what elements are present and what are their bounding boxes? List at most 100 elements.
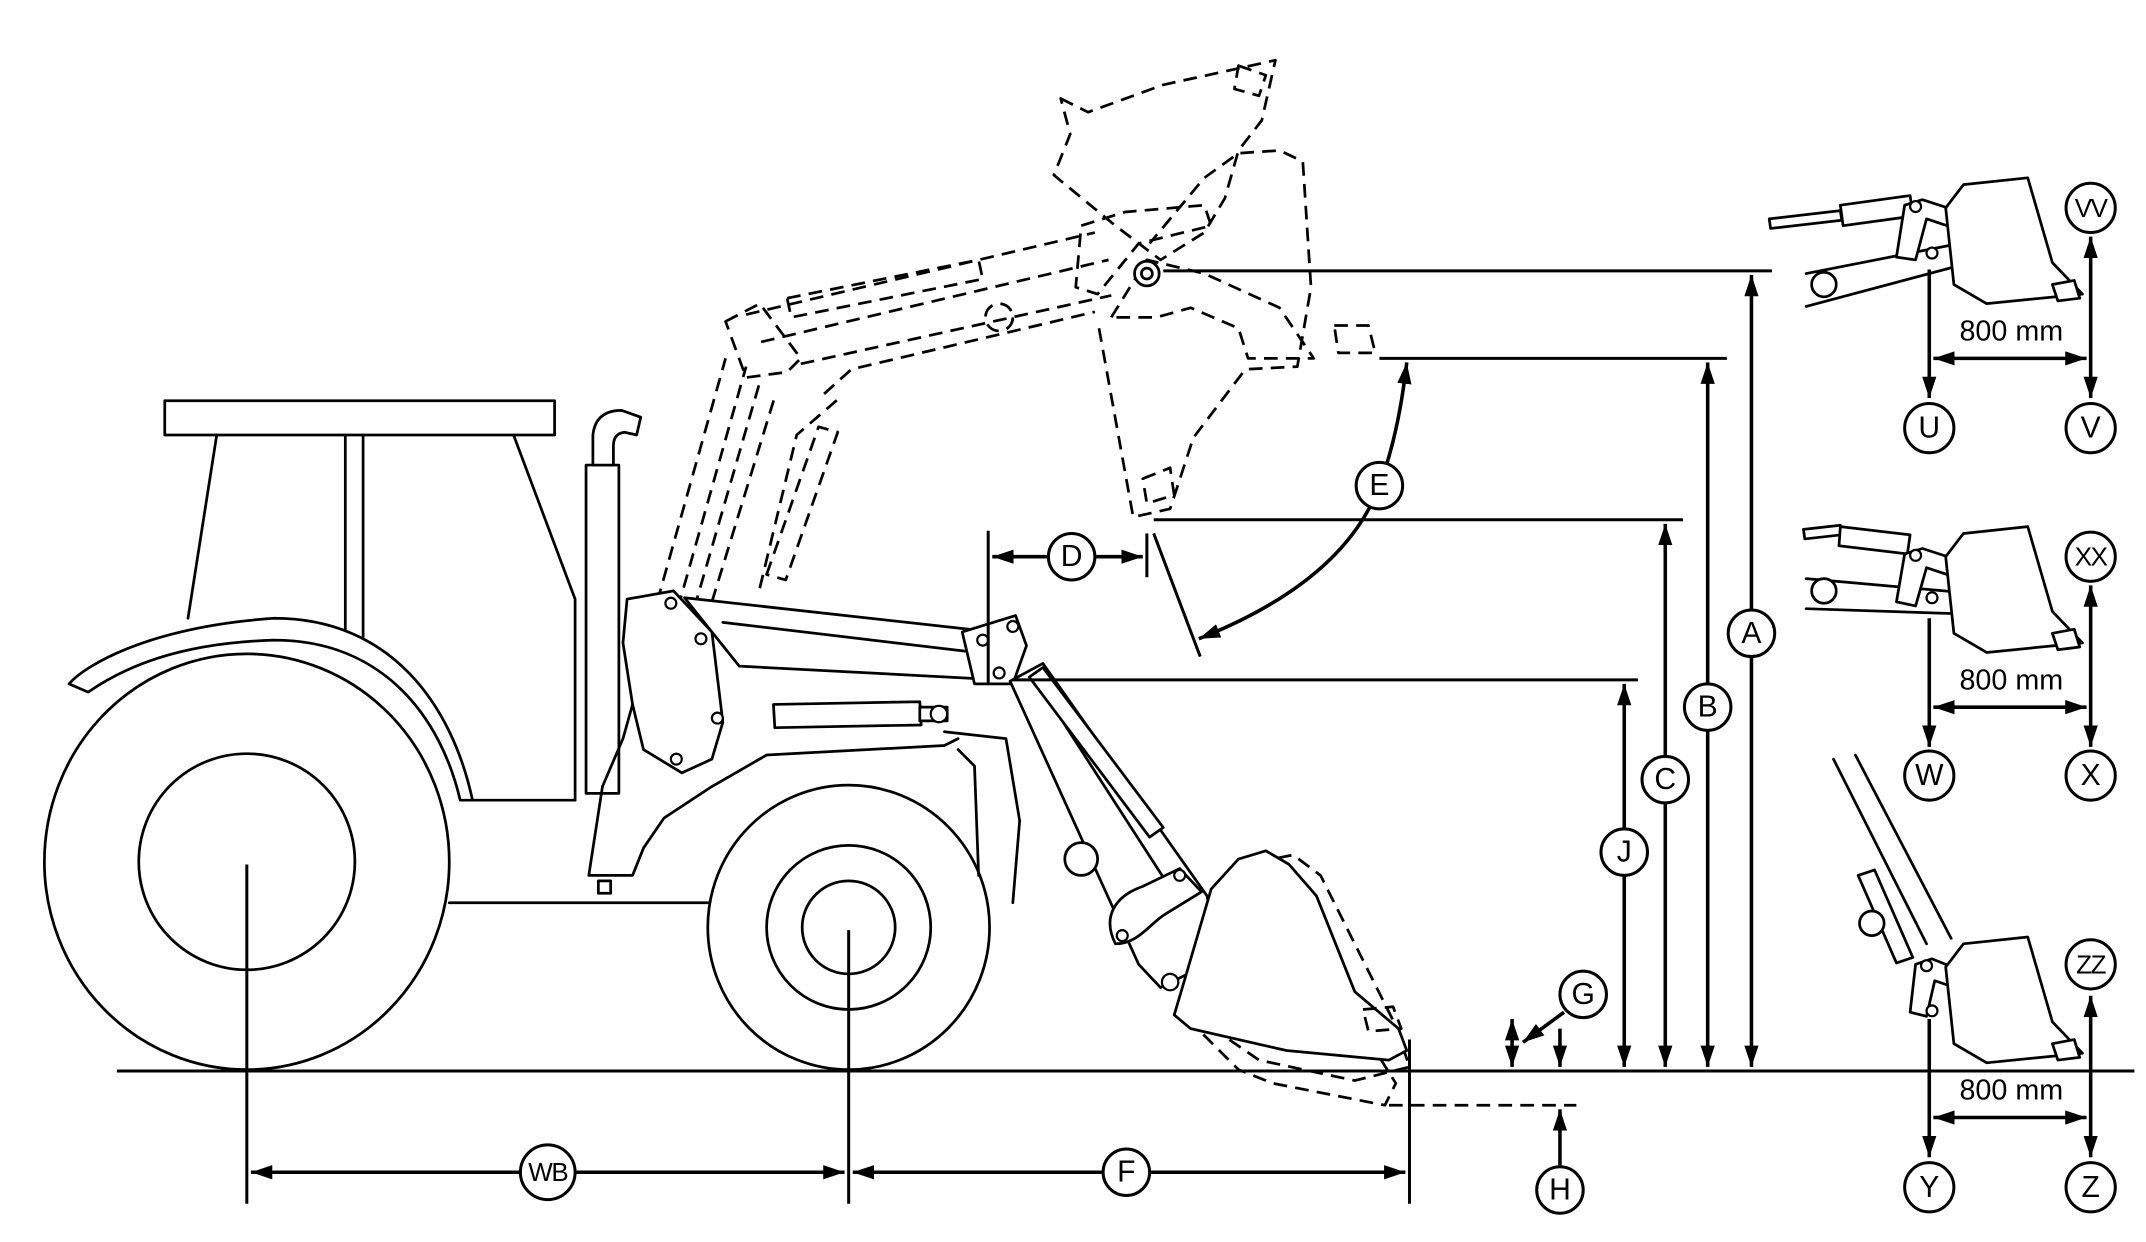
- rear-fender: [67, 616, 474, 802]
- dimension-g-badge: [1558, 969, 1608, 1020]
- dimension-g: G: [1504, 969, 1608, 1067]
- dimension-a-label: A: [1741, 617, 1761, 650]
- raised-bucket-tooth-2: [1332, 324, 1377, 355]
- dimension-a: A: [1163, 269, 1777, 1067]
- lift-cylinder-pin: [929, 704, 949, 724]
- lowered-bucket: [1172, 849, 1409, 1062]
- dimension-f-label: F: [1117, 1156, 1135, 1189]
- detail-bucket-tooth: [2051, 1038, 2082, 1062]
- detail-pin-1: [1909, 548, 1923, 562]
- detail-steep-arm-outer: [1832, 757, 1928, 946]
- detail-top-label: VV: [2075, 193, 2109, 223]
- rear-wheel: [43, 652, 451, 1072]
- exhaust-stack: [584, 463, 621, 795]
- detail-zz-arm: [1832, 753, 1953, 965]
- detail-bucket-tooth: [2051, 627, 2082, 652]
- raised-boom-lower: [758, 398, 839, 589]
- detail-vv: 800 mm VV U V: [1767, 176, 2117, 455]
- mount-hole-2: [694, 632, 708, 646]
- raised-tilt-cylinder: [785, 258, 985, 319]
- raised-boom-line-4: [710, 396, 777, 603]
- detail-left-label: U: [1918, 412, 1940, 445]
- mount-front-edge: [601, 703, 634, 788]
- detail-steep-arm-inner: [1854, 753, 1953, 940]
- dimension-d-badge: [1046, 531, 1097, 582]
- raised-bucket-tooth-1: [1233, 64, 1268, 98]
- dimension-g-label: G: [1572, 978, 1595, 1011]
- dimension-j-label: J: [1617, 836, 1632, 869]
- dimension-j-badge: [1599, 827, 1649, 877]
- detail-bucket-tooth: [2051, 279, 2082, 303]
- bucket-link: [1108, 867, 1203, 946]
- dimension-g-pointer: [1521, 1010, 1566, 1044]
- loader-lift-cylinder: [772, 700, 923, 730]
- detail-steep-cylinder: [1856, 868, 1915, 965]
- mount-hole-3: [710, 711, 724, 725]
- raised-boom-bracket: [724, 302, 803, 379]
- raised-arm-hole: [984, 302, 1015, 333]
- dimension-e-label: E: [1369, 469, 1389, 502]
- detail-right-badge: [2064, 749, 2117, 802]
- mount-lower-frame: [587, 737, 960, 877]
- detail-bucket: [1944, 935, 2084, 1065]
- bracket-hole-3: [992, 666, 1006, 680]
- exhaust-elbow: [591, 408, 643, 467]
- detail-arm-hole: [1810, 577, 1838, 605]
- bucket-link-pin-2: [1115, 929, 1129, 943]
- detail-arm-bottom: [1804, 261, 1972, 308]
- lowered-bucket-tooth: [1361, 1005, 1403, 1033]
- detail-zz: 800 mm ZZ Y Z: [1903, 935, 2117, 1214]
- dimension-wb-badge: [518, 1143, 577, 1202]
- bracket-hole-2: [1006, 619, 1020, 634]
- dimension-h-badge: [1535, 1165, 1585, 1215]
- loader-main-arm: [683, 596, 976, 680]
- dimension-j: J: [1012, 678, 1649, 1067]
- detail-top-badge: [2064, 181, 2117, 235]
- detail-arm-top: [1804, 242, 1961, 275]
- dimension-h: H: [1388, 1103, 1585, 1215]
- detail-top-badge: [2064, 530, 2117, 583]
- detail-right-badge: [2064, 402, 2117, 455]
- detail-top-badge: [2064, 938, 2117, 991]
- detail-arm-hole: [1810, 270, 1838, 299]
- raised-lift-cylinder: [765, 425, 840, 582]
- detail-pin-1: [1919, 959, 1934, 973]
- raised-bucket-dumped: [1097, 149, 1313, 519]
- dimension-h-label: H: [1549, 1174, 1571, 1207]
- tractor: [43, 399, 1022, 1072]
- detail-bucket: [1944, 525, 2084, 654]
- detail-left-badge: [1903, 749, 1956, 802]
- detail-top-label: XX: [2075, 542, 2108, 572]
- raised-arm-line-3: [800, 294, 1112, 366]
- loader-arm-inner-line: [721, 621, 967, 653]
- front-wheel: [706, 783, 991, 1072]
- raised-arm-line-2: [760, 258, 1109, 344]
- lowered-bucket-dashed-2: [1192, 853, 1411, 1082]
- detail-right-badge: [2064, 1161, 2117, 1214]
- detail-width-label: 800 mm: [1959, 316, 2063, 348]
- detail-left-badge: [1903, 402, 1956, 455]
- raised-bucket-link: [1074, 203, 1213, 296]
- front-chassis: [943, 730, 1022, 905]
- bucket-pivot: [1160, 972, 1180, 992]
- detail-cylinder-body: [1767, 209, 1844, 230]
- detail-bucket: [1944, 176, 2084, 306]
- raised-bucket-level: [1109, 258, 1316, 360]
- detail-cylinder-body: [1802, 523, 1844, 541]
- dimension-e-badge: [1354, 460, 1405, 511]
- loader-front-bracket: [960, 614, 1028, 686]
- detail-pin-2: [1925, 246, 1939, 260]
- dimension-e: E: [1152, 362, 1412, 658]
- front-axle-support: [956, 748, 980, 877]
- raised-bucket-pivot-pin: [1140, 266, 1154, 281]
- dimension-wb-label: WB: [528, 1157, 567, 1187]
- detail-left-label: Y: [1919, 1171, 1939, 1204]
- detail-arm-bottom: [1804, 607, 1972, 616]
- detail-pin-2: [1925, 1004, 1939, 1018]
- mount-hole-1: [664, 596, 678, 610]
- detail-cylinder-barrel: [1837, 525, 1912, 556]
- detail-width-label: 800 mm: [1959, 664, 2063, 696]
- mount-hole-4: [669, 752, 683, 766]
- cab: [163, 399, 577, 802]
- detail-right-label: X: [2081, 759, 2101, 792]
